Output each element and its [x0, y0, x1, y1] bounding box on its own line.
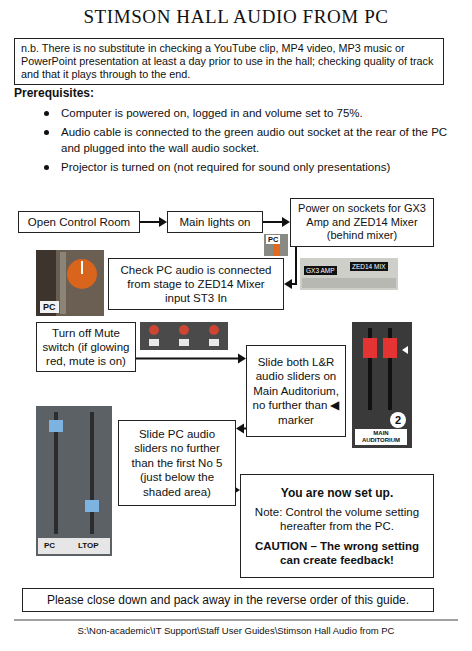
footer-rule — [14, 620, 458, 621]
bullet-dot — [44, 111, 49, 116]
box-text: Note: Control the volume setting hereaft… — [248, 505, 426, 533]
section-heading: Prerequisites: — [14, 86, 454, 100]
knob — [209, 325, 219, 335]
note-box: n.b. There is no substitute in checking … — [14, 38, 444, 85]
connector-line — [140, 221, 159, 223]
bullet-row: Projector is turned on (not required for… — [44, 159, 454, 175]
photo-ground — [264, 234, 288, 256]
photo-label: PC — [40, 301, 59, 313]
bullet-row: Audio cable is connected to the green au… — [44, 124, 454, 156]
photo-ground — [36, 250, 104, 316]
connector-line — [263, 221, 282, 223]
footer-note-box: Please close down and pack away in the r… — [22, 588, 434, 612]
blue-fader — [85, 500, 99, 512]
knob-photo — [36, 250, 104, 316]
red-fader — [363, 338, 377, 358]
box-text: n.b. There is no substitute in checking … — [21, 42, 437, 81]
step-box: Power on sockets for GX3 Amp and ZED14 M… — [290, 198, 434, 247]
photo-ground — [140, 322, 228, 350]
fader-label: LTOP — [78, 541, 99, 551]
connector-line — [292, 247, 296, 285]
mute-button — [149, 339, 159, 346]
orange-plug — [273, 244, 280, 256]
knob-pointer — [81, 261, 83, 274]
pc-slider-photo — [36, 406, 112, 556]
wall-ground — [300, 258, 398, 290]
box-text: Please close down and pack away in the r… — [29, 593, 427, 608]
fader-label: MAIN AUDITORIUM — [355, 430, 407, 444]
bullet-text: Projector is turned on (not required for… — [61, 159, 454, 175]
box-text: CAUTION – The wrong setting can create f… — [248, 539, 426, 567]
file-path: S:\Non-academic\IT Support\Staff User Gu… — [14, 625, 458, 637]
prerequisites-list: Prerequisites: Computer is powered on, lo… — [14, 86, 454, 178]
bullet-dot — [44, 130, 49, 135]
main-slider-photo — [352, 322, 412, 448]
flow-arrow — [263, 217, 290, 227]
number-disc — [390, 412, 406, 428]
flow-arrow — [140, 217, 167, 227]
box-text: Check PC audio is connected from stage t… — [115, 263, 277, 305]
photo-label: PC — [266, 235, 280, 244]
bullet-row: Computer is powered on, logged in and vo… — [44, 105, 454, 121]
socket-label: GX3 AMP — [304, 266, 337, 275]
step-box: Turn off Mute switch (if glowing red, mu… — [36, 322, 136, 372]
box-text: Open Control Room — [23, 215, 135, 229]
photo-ground — [352, 322, 412, 448]
mute-button — [209, 339, 219, 346]
step-box: Main lights on — [167, 211, 263, 233]
box-text: Slide both L&R audio sliders on Main Aud… — [252, 355, 340, 428]
sockets-photo — [300, 258, 398, 290]
arrow-head — [236, 424, 244, 434]
flow-arrow — [284, 247, 296, 290]
page-title: STIMSON HALL AUDIO FROM PC — [0, 6, 472, 28]
cable-photo — [264, 234, 288, 256]
knob — [179, 325, 189, 335]
connector-line — [136, 358, 238, 360]
marker-triangle — [402, 346, 408, 354]
result-box: You are now set up. Note: Control the vol… — [240, 474, 434, 578]
arrow-head — [282, 217, 290, 227]
mute-button — [179, 339, 189, 346]
box-text: Slide PC audio sliders no further than t… — [124, 427, 230, 500]
flow-arrow — [236, 424, 246, 434]
arrow-head — [284, 279, 292, 289]
bullet-dot — [44, 165, 49, 170]
orange-knob — [67, 259, 97, 289]
flow-arrow — [136, 354, 246, 364]
step-box: Check PC audio is connected from stage t… — [108, 258, 284, 310]
arrow-head — [238, 354, 246, 364]
knob — [149, 325, 159, 335]
panel-strip — [60, 252, 66, 314]
fader-label: PC — [44, 541, 55, 551]
arrow-head — [159, 217, 167, 227]
bullet-text: Computer is powered on, logged in and vo… — [61, 105, 454, 121]
label-plate — [355, 429, 407, 445]
socket-label: ZED14 MIX — [350, 262, 388, 271]
box-text: Main lights on — [172, 215, 258, 229]
red-fader — [383, 338, 397, 358]
box-text: Power on sockets for GX3 Amp and ZED14 M… — [296, 202, 428, 243]
label-strip — [38, 538, 110, 554]
box-text: Turn off Mute switch (if glowing red, mu… — [41, 326, 131, 368]
slider-track — [90, 412, 94, 534]
step-box: Open Control Room — [18, 211, 140, 233]
blue-fader — [49, 420, 63, 432]
callout-number: 2 — [391, 413, 405, 427]
bullet-text: Audio cable is connected to the green au… — [61, 124, 454, 156]
step-box: Slide both L&R audio sliders on Main Aud… — [246, 345, 346, 437]
mute-switches-photo — [140, 322, 228, 350]
photo-ground — [36, 406, 112, 556]
box-text: You are now set up. — [248, 486, 426, 500]
step-box: Slide PC audio sliders no further than t… — [118, 420, 236, 506]
socket-strip — [302, 278, 396, 288]
